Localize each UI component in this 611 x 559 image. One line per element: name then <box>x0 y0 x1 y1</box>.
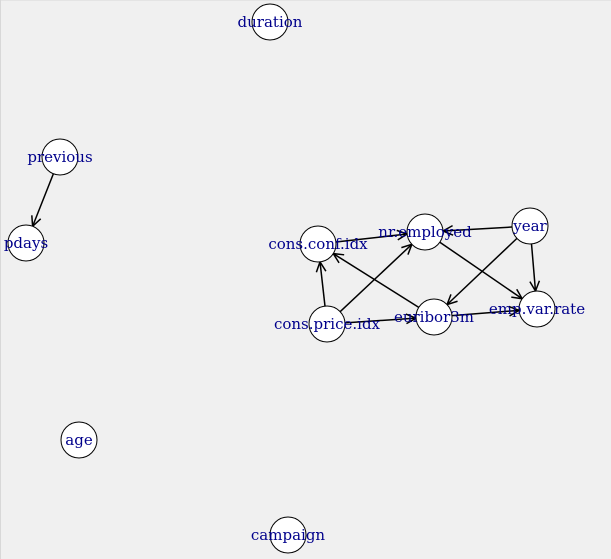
edge-previous-to-pdays <box>31 173 55 228</box>
node-label: euribor3m <box>394 308 474 326</box>
edges-layer <box>31 173 541 325</box>
edge-line <box>332 252 420 309</box>
edge-line <box>344 317 417 324</box>
edge-line <box>451 309 520 317</box>
node-label: nr.employed <box>378 223 472 241</box>
edge-line <box>335 233 408 243</box>
node-label: duration <box>238 13 303 31</box>
node-circle[interactable] <box>511 207 549 245</box>
node-campaign[interactable]: campaign <box>251 516 326 554</box>
edge-line <box>339 243 413 313</box>
edge-line <box>442 226 513 232</box>
edge-cons-price-idx-to-cons-conf-idx <box>315 260 327 307</box>
node-cons-price-idx[interactable]: cons.price.idx <box>274 305 381 343</box>
node-label: year <box>512 217 547 235</box>
node-emp-var-rate[interactable]: emp.var.rate <box>489 290 585 328</box>
node-pdays[interactable]: pdays <box>4 224 48 262</box>
node-circle[interactable] <box>518 290 556 328</box>
edge-line <box>530 243 537 292</box>
edge-nr-employed-to-emp-var-rate <box>439 241 524 300</box>
node-nr-employed[interactable]: nr.employed <box>378 213 472 251</box>
node-circle[interactable] <box>415 298 453 336</box>
node-year[interactable]: year <box>511 207 549 245</box>
edge-euribor3m-to-cons-conf-idx <box>331 252 420 309</box>
node-label: campaign <box>251 526 326 544</box>
node-label: cons.price.idx <box>274 315 381 333</box>
node-circle[interactable] <box>251 3 289 41</box>
arrowhead-icon <box>331 252 345 264</box>
node-circle[interactable] <box>7 224 45 262</box>
edge-cons-price-idx-to-nr-employed <box>339 243 414 313</box>
node-cons-conf-idx[interactable]: cons.conf.idx <box>268 225 368 263</box>
node-circle[interactable] <box>299 225 337 263</box>
node-label: age <box>65 431 93 449</box>
node-age[interactable]: age <box>60 421 98 459</box>
node-circle[interactable] <box>41 138 79 176</box>
edge-line <box>31 173 55 227</box>
nodes-layer: duration previous pdays cons.conf.idx nr.emp… <box>4 3 585 554</box>
arrowhead-icon <box>511 288 524 300</box>
node-previous[interactable]: previous <box>27 138 93 176</box>
node-label: previous <box>27 148 92 166</box>
node-circle[interactable] <box>60 421 98 459</box>
node-label: cons.conf.idx <box>268 235 368 253</box>
node-label: pdays <box>4 234 48 252</box>
node-circle[interactable] <box>269 516 307 554</box>
node-circle[interactable] <box>406 213 444 251</box>
edge-line <box>439 241 523 300</box>
node-euribor3m[interactable]: euribor3m <box>394 298 474 336</box>
node-circle[interactable] <box>308 305 346 343</box>
edge-year-to-emp-var-rate <box>529 243 541 293</box>
node-duration[interactable]: duration <box>238 3 303 41</box>
node-label: emp.var.rate <box>489 300 585 318</box>
edge-line <box>319 261 326 307</box>
